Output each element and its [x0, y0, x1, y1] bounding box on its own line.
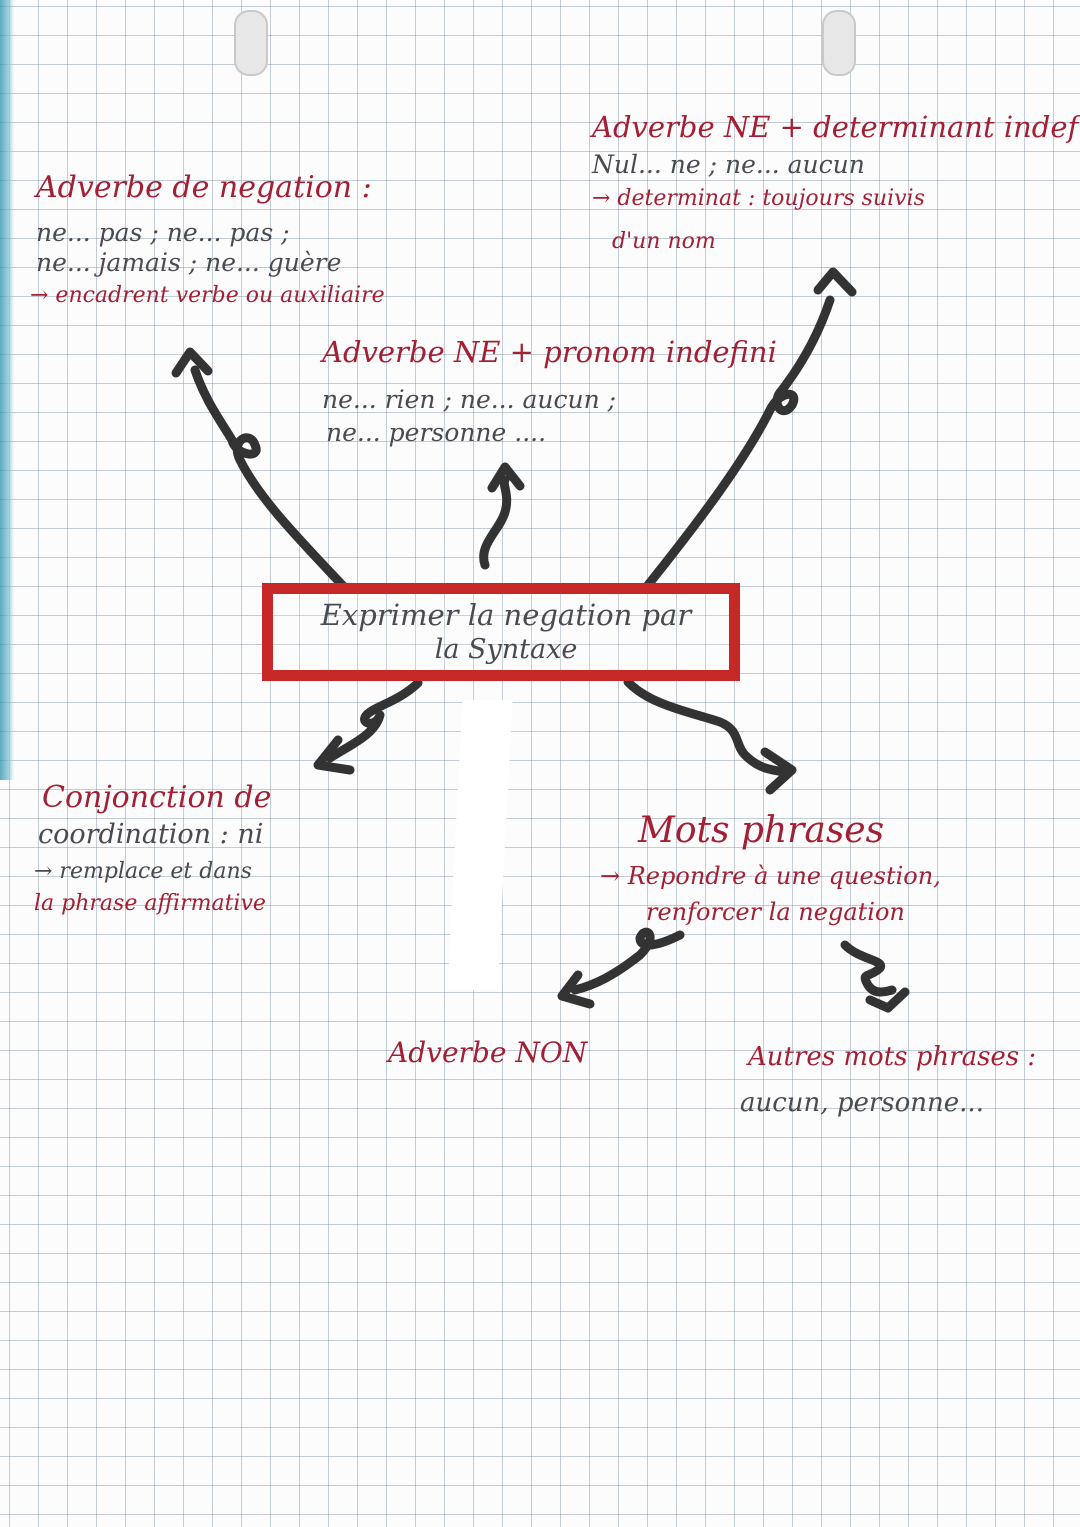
adverbe-negation-line1: ne... pas ; ne... pas ;: [36, 218, 290, 247]
arrowhead-mots-phrases: [760, 747, 797, 795]
mots-phrases-line2: renforcer la negation: [646, 898, 905, 926]
arrow-to-conjonction: [325, 678, 423, 763]
autres-mots-line: aucun, personne...: [740, 1088, 984, 1118]
adverbe-negation-line2: ne... jamais ; ne... guère: [36, 248, 342, 277]
arrowhead-adverbe-non: [557, 970, 595, 1009]
arrow-to-determinant: [643, 295, 835, 590]
mots-phrases-line1: → Repondre à une question,: [600, 862, 941, 890]
conjonction-line3: la phrase affirmative: [34, 891, 266, 916]
determinant-indefini-title: Adverbe NE + determinant indef.: [592, 110, 1080, 144]
binder-hole-right: [822, 10, 856, 76]
binder-hole-left: [234, 10, 268, 76]
adverbe-negation-title: Adverbe de negation :: [36, 170, 372, 205]
determinant-indefini-line3: d'un nom: [612, 229, 716, 254]
conjonction-line2: → remplace et dans: [34, 859, 252, 884]
arrowhead-pronom-indefini: [487, 462, 525, 493]
arrow-to-adverbe-non: [570, 927, 685, 995]
pronom-indefini-title: Adverbe NE + pronom indefini: [322, 335, 777, 369]
arrow-to-adverbe-negation: [190, 365, 350, 593]
page-margin-stripe: [0, 0, 14, 780]
central-topic-line2: la Syntaxe: [434, 634, 578, 665]
central-topic-line1: Exprimer la negation par: [320, 598, 692, 632]
pronom-indefini-line2: ne... personne ....: [326, 418, 547, 447]
arrow-to-pronom-indefini: [479, 475, 512, 570]
determinant-indefini-line1: Nul... ne ; ne... aucun: [592, 150, 865, 179]
arrowhead-autres-mots: [865, 987, 910, 1013]
autres-mots-title: Autres mots phrases :: [748, 1042, 1037, 1072]
arrowhead-determinant: [813, 267, 857, 297]
adverbe-negation-line3: → encadrent verbe ou auxiliaire: [30, 283, 385, 308]
arrowhead-adverbe-negation: [171, 347, 213, 378]
arrow-to-mots-phrases: [623, 677, 790, 777]
adverbe-non-label: Adverbe NON: [388, 1036, 588, 1069]
arrow-to-autres-mots: [840, 940, 897, 997]
arrowhead-conjonction: [313, 735, 355, 775]
conjonction-line1: coordination : ni: [38, 819, 264, 850]
determinant-indefini-line2: → determinat : toujours suivis: [592, 186, 925, 211]
mots-phrases-title: Mots phrases: [638, 810, 885, 851]
central-topic-box: Exprimer la negation par la Syntaxe: [262, 583, 740, 681]
pronom-indefini-line1: ne... rien ; ne... aucun ;: [322, 385, 617, 414]
conjonction-title: Conjonction de: [42, 780, 272, 815]
